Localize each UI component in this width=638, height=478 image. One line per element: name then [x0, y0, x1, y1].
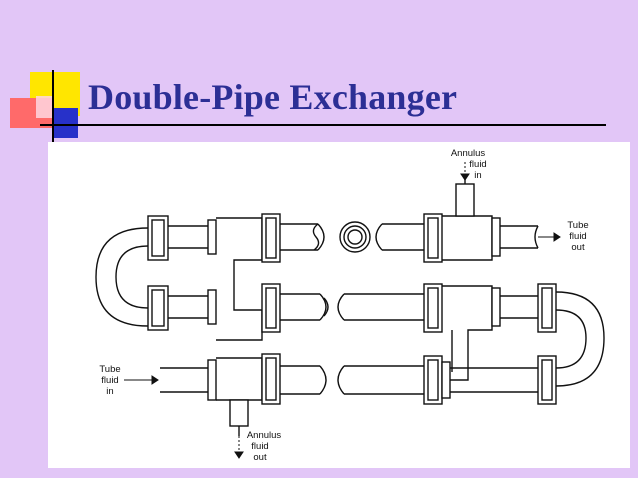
- annulus-out-label-2: fluid: [251, 441, 268, 452]
- annulus-out-label-1: Annulus: [247, 430, 282, 441]
- decorative-vertical-rule: [52, 70, 54, 142]
- left-return-bend-inner: [115, 245, 149, 309]
- decorative-pink-square: [36, 96, 54, 118]
- annulus-in-label-1: Annulus: [451, 148, 486, 159]
- tube-in-label-1: Tube: [99, 364, 120, 375]
- exchanger-figure: Annulus fluid in Tube fluid out Tube flu…: [48, 142, 630, 468]
- tube-out-label-3: out: [571, 242, 585, 253]
- annulus-out-label-3: out: [253, 452, 267, 463]
- right-return-bend-outer: [555, 291, 605, 387]
- double-pipe-exchanger-diagram: Annulus fluid in Tube fluid out Tube flu…: [95, 148, 605, 463]
- annulus-in-label-3: in: [474, 170, 481, 181]
- tube-in-label-2: fluid: [101, 375, 118, 386]
- title-underline: [40, 124, 606, 126]
- decorative-blue-square: [52, 108, 78, 138]
- annulus-in-label-2: fluid: [469, 159, 486, 170]
- right-return-bend-inner: [555, 309, 587, 369]
- tube-in-label-3: in: [106, 386, 113, 397]
- left-return-bend-outer: [95, 227, 149, 327]
- slide-title: Double-Pipe Exchanger: [88, 77, 458, 117]
- tube-out-label-2: fluid: [569, 231, 586, 242]
- tube-out-label-1: Tube: [567, 220, 588, 231]
